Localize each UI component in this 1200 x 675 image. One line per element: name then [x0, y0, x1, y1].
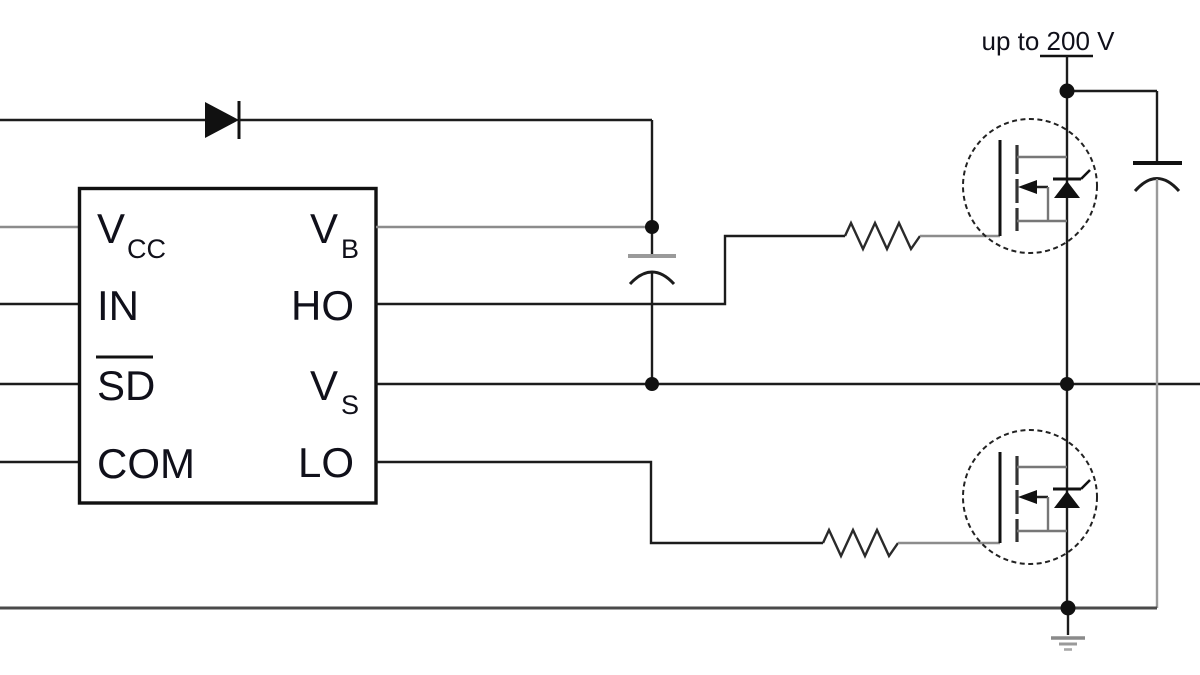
bus-capacitor-branch: [1067, 89, 1182, 608]
pin-label-vb-sub: B: [341, 234, 359, 264]
supply-voltage-label: up to 200 V: [982, 26, 1116, 56]
bootstrap-diode-branch: [0, 101, 654, 227]
body-diode: [1053, 169, 1091, 198]
junction-dots: [645, 83, 1076, 616]
pin-label-ho: HO: [291, 282, 354, 329]
ic-body: [77, 186, 378, 505]
pin-label-sd: SD: [97, 362, 155, 409]
high-side-mosfet: [962, 118, 1098, 254]
supply-rail: up to 200 V: [982, 26, 1116, 91]
diode-cathode-tick: [1080, 479, 1091, 490]
diode-cathode-tick: [1080, 169, 1091, 180]
bootstrap-capacitor: [628, 227, 676, 384]
supply-node-dot: [1059, 83, 1075, 99]
mosfet-circle: [962, 118, 1098, 254]
diode-triangle: [205, 102, 239, 138]
bootstrap-branch: [376, 225, 676, 384]
pin-label-com: COM: [97, 440, 195, 487]
pin-label-vcc-sub: CC: [127, 234, 166, 264]
body-arrow: [1018, 490, 1037, 504]
ho-wire: [376, 234, 845, 306]
switch-node-dot: [1060, 377, 1074, 391]
pin-label-vcc: V: [97, 205, 125, 252]
ho-gate-path: [376, 220, 1000, 306]
pin-label-vb: V: [310, 205, 338, 252]
low-side-mosfet: [962, 429, 1098, 565]
ground-node-dot: [1060, 600, 1076, 616]
vs-bootstrap-node-dot: [645, 377, 659, 391]
body-arrow: [1018, 180, 1037, 194]
gate-resistor-low: [821, 527, 899, 559]
gate-driver-ic: V CC IN SD COM V B HO V S LO: [77, 186, 378, 505]
pin-label-vs: V: [310, 362, 338, 409]
diode-triangle: [1054, 491, 1080, 508]
input-wires: [0, 225, 79, 464]
cap-plate-curved: [1133, 177, 1181, 193]
bus-capacitor: [1133, 161, 1182, 193]
body-diode: [1053, 479, 1091, 508]
pin-label-vs-sub: S: [341, 390, 359, 420]
bootstrap-diode: [205, 101, 241, 139]
lo-wire: [376, 460, 823, 545]
lo-gate-path: [376, 460, 1000, 559]
pin-label-in: IN: [97, 282, 139, 329]
mosfet-circle: [962, 429, 1098, 565]
return-rail: [0, 606, 1157, 651]
diode-triangle: [1054, 181, 1080, 198]
gate-resistor-high: [843, 220, 921, 252]
vb-node-dot: [645, 220, 659, 234]
pin-label-lo: LO: [298, 439, 354, 486]
